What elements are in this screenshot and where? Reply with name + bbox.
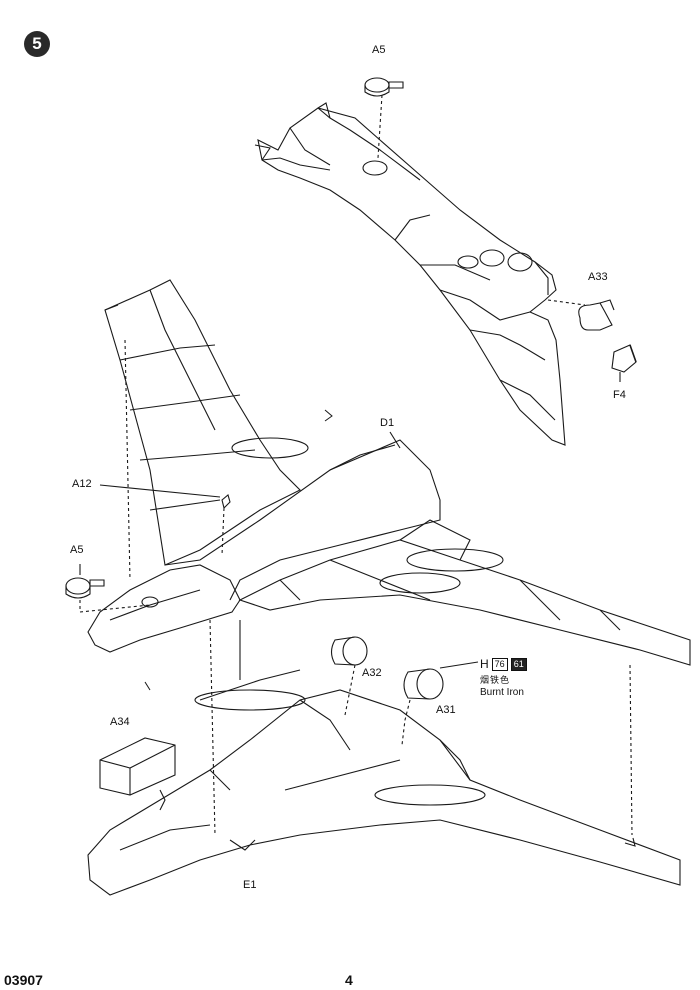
label-a33: A33 (588, 271, 608, 283)
pointer-arrow (145, 682, 150, 690)
page-number: 4 (345, 972, 353, 988)
label-d1: D1 (380, 417, 395, 429)
part-f4-shape (612, 345, 636, 382)
part-a31-shape (402, 662, 478, 745)
paint-code-b: 61 (510, 657, 527, 671)
part-a32-shape (332, 637, 368, 715)
step-number-badge: 5 (24, 31, 50, 57)
paint-name-english: Burnt Iron (480, 687, 524, 698)
label-a32: A32 (362, 667, 382, 679)
paint-name-chinese: 烟铁色 (480, 675, 511, 685)
main-fuselage-assembly (88, 280, 690, 835)
product-code: 03907 (4, 972, 43, 988)
part-a5-left-shape (66, 564, 150, 612)
part-a34-shape (100, 738, 175, 795)
label-a34: A34 (110, 716, 130, 728)
label-a12: A12 (72, 478, 92, 490)
part-a5-top-shape (365, 78, 403, 96)
label-f4: F4 (613, 389, 626, 401)
lower-fuselage-part (88, 620, 680, 895)
pointer-arrow (325, 410, 332, 421)
label-a31: A31 (436, 704, 456, 716)
paint-callout: H 76 61 烟铁色 Burnt Iron (480, 657, 527, 698)
label-a5-top: A5 (372, 44, 386, 56)
label-e1: E1 (243, 879, 257, 891)
paint-letter: H (480, 657, 489, 671)
upper-nacelle-part (255, 95, 585, 445)
part-a33-shape (579, 300, 614, 330)
pointer-arrow (625, 838, 635, 846)
paint-code-row: H 76 61 (480, 657, 527, 671)
label-a5-left: A5 (70, 544, 84, 556)
paint-code-a: 76 (491, 657, 508, 671)
